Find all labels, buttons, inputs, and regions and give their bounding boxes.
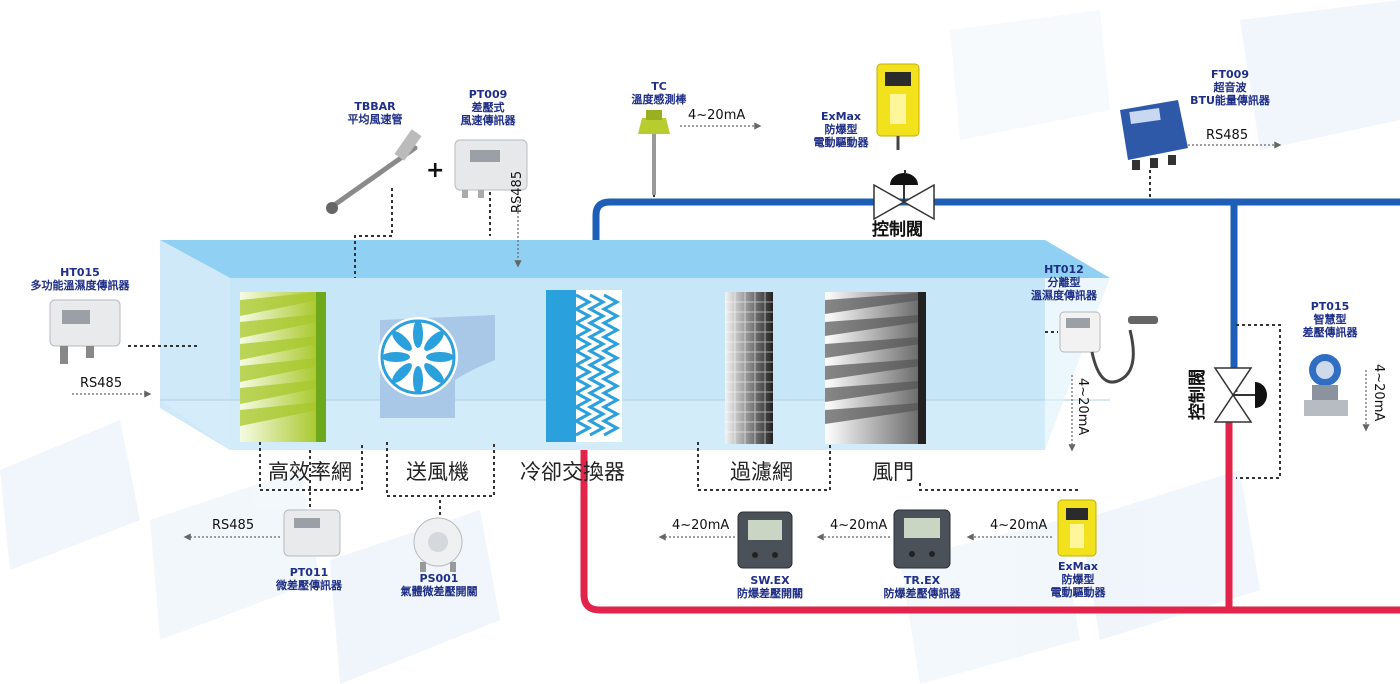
exmax-bottom-name2: 電動驅動器 — [1050, 586, 1106, 600]
plus-sign: + — [426, 158, 445, 183]
trex-code: TR.EX — [903, 574, 941, 587]
ht015-signal: RS485 — [80, 376, 123, 391]
pt015-smart-pressure-transmitter — [1304, 354, 1348, 416]
return-pipe — [580, 440, 1400, 614]
ft009-signal: RS485 — [1206, 128, 1249, 143]
heat-exchanger — [546, 290, 622, 442]
section-hepa: 高效率網 — [268, 460, 352, 484]
ht012-label: HT012 分離型 溫濕度傳訊器 — [1014, 263, 1114, 303]
pt015-label: PT015 智慧型 差壓傳訊器 — [1290, 300, 1370, 340]
ht012-name1: 分離型 — [1047, 276, 1081, 290]
tc-name: 溫度感測棒 — [631, 93, 687, 107]
section-fan: 送風機 — [406, 460, 469, 484]
exmax-bottom-name1: 防爆型 — [1061, 573, 1095, 587]
trex-label: TR.EX 防爆差壓傳訊器 — [872, 574, 972, 600]
tbbar-name: 平均風速管 — [347, 113, 403, 127]
section-heat-exchanger: 冷卻交換器 — [520, 460, 625, 484]
exmax-top-name1: 防爆型 — [824, 123, 858, 137]
swex-label: SW.EX 防爆差壓開關 — [722, 574, 818, 600]
ps001-label: PS001 氣體微差壓開關 — [384, 572, 494, 598]
exmax-actuator-bottom — [1057, 499, 1097, 557]
ps001-name: 氣體微差壓開關 — [400, 585, 478, 599]
return-control-valve[interactable] — [1213, 367, 1267, 423]
exmax-top-name2: 電動驅動器 — [813, 136, 869, 150]
pt009-name1: 差壓式 — [471, 101, 505, 115]
pt009-name2: 風速傳訊器 — [460, 114, 516, 128]
tc-label: TC 溫度感測棒 — [614, 80, 704, 106]
ht015-label: HT015 多功能溫濕度傳訊器 — [20, 266, 140, 292]
tc-code: TC — [651, 80, 667, 93]
pt015-name2: 差壓傳訊器 — [1302, 326, 1358, 340]
tbbar-averaging-tube — [326, 129, 422, 214]
ps001-pressure-switch — [413, 517, 463, 572]
trex-name: 防爆差壓傳訊器 — [883, 587, 961, 601]
exmax-top-label: ExMax 防爆型 電動驅動器 — [806, 110, 876, 150]
ft009-btu-meter — [1120, 100, 1188, 170]
mesh-filter — [725, 292, 773, 444]
pt015-code: PT015 — [1310, 300, 1350, 313]
supply-control-valve[interactable] — [873, 173, 935, 221]
pt009-transmitter — [454, 139, 528, 198]
ht012-code: HT012 — [1044, 263, 1084, 276]
ft009-code: FT009 — [1211, 68, 1249, 81]
exmax-top-code: ExMax — [820, 110, 862, 123]
tbbar-code: TBBAR — [354, 100, 396, 113]
ht012-signal: 4~20mA — [1075, 378, 1090, 436]
tc-temperature-probe — [638, 110, 670, 195]
trex-explosion-proof-transmitter — [893, 509, 951, 569]
trex-signal: 4~20mA — [830, 518, 888, 533]
exmax-actuator-top — [876, 63, 920, 150]
swex-name: 防爆差壓開關 — [737, 587, 803, 601]
pt009-signal: RS485 — [510, 170, 525, 213]
ps001-code: PS001 — [419, 572, 459, 585]
exmax-bottom-label: ExMax 防爆型 電動驅動器 — [1040, 560, 1116, 600]
ft009-label: FT009 超音波 BTU能量傳訊器 — [1180, 68, 1280, 108]
exmax-bottom-signal: 4~20mA — [990, 518, 1048, 533]
pt009-label: PT009 差壓式 風速傳訊器 — [448, 88, 528, 128]
exmax-bottom-code: ExMax — [1057, 560, 1099, 573]
section-filter: 過濾網 — [730, 460, 793, 484]
swex-explosion-proof-switch — [737, 511, 793, 569]
supply-fan — [378, 315, 495, 418]
ht015-code: HT015 — [60, 266, 100, 279]
ht012-name2: 溫濕度傳訊器 — [1031, 289, 1097, 303]
hepa-filter — [240, 292, 326, 442]
pt011-signal: RS485 — [212, 518, 255, 533]
damper — [825, 292, 926, 444]
tbbar-label: TBBAR 平均風速管 — [335, 100, 415, 126]
tc-signal: 4~20mA — [688, 108, 746, 123]
ht012-humidity-transmitter — [1059, 311, 1158, 384]
pt009-code: PT009 — [468, 88, 508, 101]
pt015-name1: 智慧型 — [1313, 313, 1347, 327]
supply-pipe — [592, 198, 1400, 240]
swex-code: SW.EX — [750, 574, 790, 587]
pt015-signal: 4~20mA — [1371, 364, 1386, 422]
ht015-name: 多功能溫濕度傳訊器 — [30, 279, 130, 293]
ft009-name2: BTU能量傳訊器 — [1190, 94, 1270, 108]
pt011-name: 微差壓傳訊器 — [276, 579, 342, 593]
return-valve-label: 控制閥 — [1188, 369, 1208, 420]
ht015-humidity-transmitter — [49, 299, 121, 364]
swex-signal: 4~20mA — [672, 518, 730, 533]
section-brackets — [259, 442, 831, 497]
pt011-label: PT011 微差壓傳訊器 — [264, 566, 354, 592]
signal-arrows — [72, 122, 1370, 541]
section-damper: 風門 — [872, 460, 914, 484]
supply-valve-label: 控制閥 — [872, 220, 923, 240]
ft009-name1: 超音波 — [1213, 81, 1247, 95]
pt011-code: PT011 — [289, 566, 329, 579]
pt011-differential-transmitter — [283, 509, 341, 557]
